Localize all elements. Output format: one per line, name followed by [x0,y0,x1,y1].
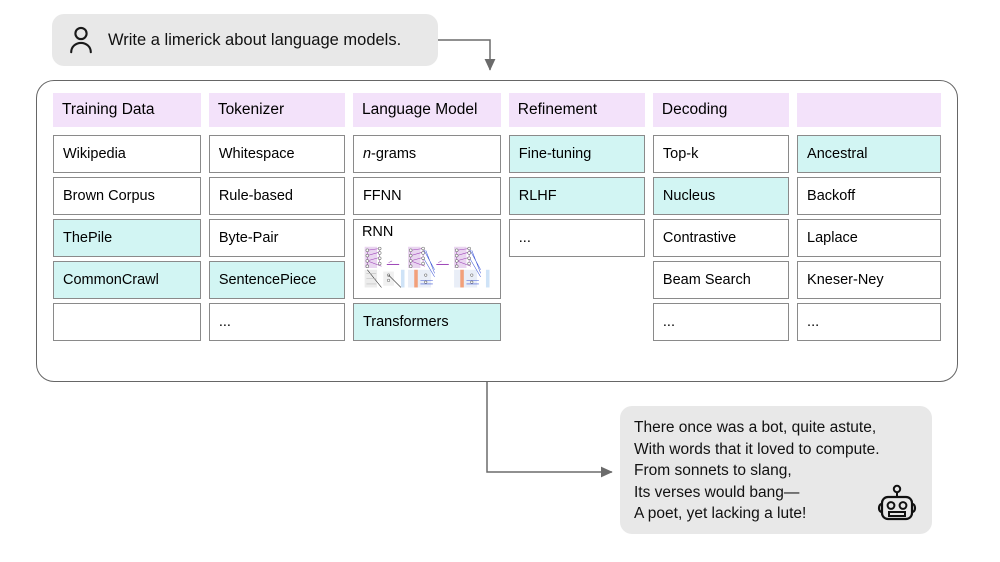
cell-laplace[interactable]: Laplace [797,219,941,257]
cell-beam-search[interactable]: Beam Search [652,261,790,299]
cell-sentencepiece[interactable]: SentencePiece [208,261,345,299]
cell-whitespace[interactable]: Whitespace [208,135,345,173]
cell-refinement-more[interactable]: ... [508,219,645,257]
column-header-refinement: Refinement [508,93,645,127]
cell-rnn[interactable]: RNN [352,219,501,299]
cell-ffnn[interactable]: FFNN [352,177,501,215]
cell-thepile[interactable]: ThePile [53,219,201,257]
cell-transformers[interactable]: Transformers [352,303,501,341]
n-grams-suffix: -grams [371,146,417,162]
rnn-unrolled-diagram-icon [364,246,490,288]
cell-rlhf[interactable]: RLHF [508,177,645,215]
cell-fine-tuning[interactable]: Fine-tuning [508,135,645,173]
arrow-pipeline-to-response [486,382,613,478]
column-header-language-model: Language Model [352,93,501,127]
cell-commoncrawl[interactable]: CommonCrawl [53,261,201,299]
cell-wikipedia[interactable]: Wikipedia [53,135,201,173]
assistant-message-text: There once was a bot, quite astute, With… [634,419,880,522]
n-grams-italic-n: n [362,146,372,162]
cell-ancestral[interactable]: Ancestral [797,135,941,173]
cell-decoding-more[interactable]: ... [652,303,790,341]
column-header-decoding-continued [797,93,941,127]
user-icon [70,26,92,54]
pipeline-container: Training Data Wikipedia Brown Corpus The… [36,80,958,382]
cell-kneser-ney[interactable]: Kneser-Ney [797,261,941,299]
pipeline-column-language-model: Language Model n-grams FFNN RNN [352,93,509,369]
pipeline-columns: Training Data Wikipedia Brown Corpus The… [53,93,941,369]
column-header-decoding: Decoding [652,93,790,127]
cell-backoff[interactable]: Backoff [797,177,941,215]
robot-icon [877,484,917,521]
cell-training-data-empty[interactable] [53,303,201,341]
cell-brown-corpus[interactable]: Brown Corpus [53,177,201,215]
cell-top-k[interactable]: Top-k [652,135,790,173]
assistant-message-bubble: There once was a bot, quite astute, With… [620,406,932,534]
pipeline-column-decoding-smoothing: Ancestral Backoff Laplace Kneser-Ney ... [797,93,941,369]
cell-tokenizer-more[interactable]: ... [208,303,345,341]
cell-rnn-label: RNN [361,224,394,240]
pipeline-column-decoding: Decoding Top-k Nucleus Contrastive Beam … [652,93,797,369]
pipeline-column-tokenizer: Tokenizer Whitespace Rule-based Byte-Pai… [208,93,353,369]
cell-byte-pair[interactable]: Byte-Pair [208,219,345,257]
cell-smoothing-more[interactable]: ... [797,303,941,341]
column-header-training-data: Training Data [53,93,201,127]
arrow-prompt-to-pipeline [438,39,496,71]
cell-n-grams[interactable]: n-grams [352,135,501,173]
column-header-tokenizer: Tokenizer [208,93,345,127]
cell-rule-based[interactable]: Rule-based [208,177,345,215]
user-message-bubble: Write a limerick about language models. [52,14,438,66]
pipeline-column-refinement: Refinement Fine-tuning RLHF ... [508,93,653,369]
pipeline-column-training-data: Training Data Wikipedia Brown Corpus The… [53,93,209,369]
user-message-text: Write a limerick about language models. [108,30,402,49]
cell-contrastive[interactable]: Contrastive [652,219,790,257]
cell-nucleus[interactable]: Nucleus [652,177,790,215]
